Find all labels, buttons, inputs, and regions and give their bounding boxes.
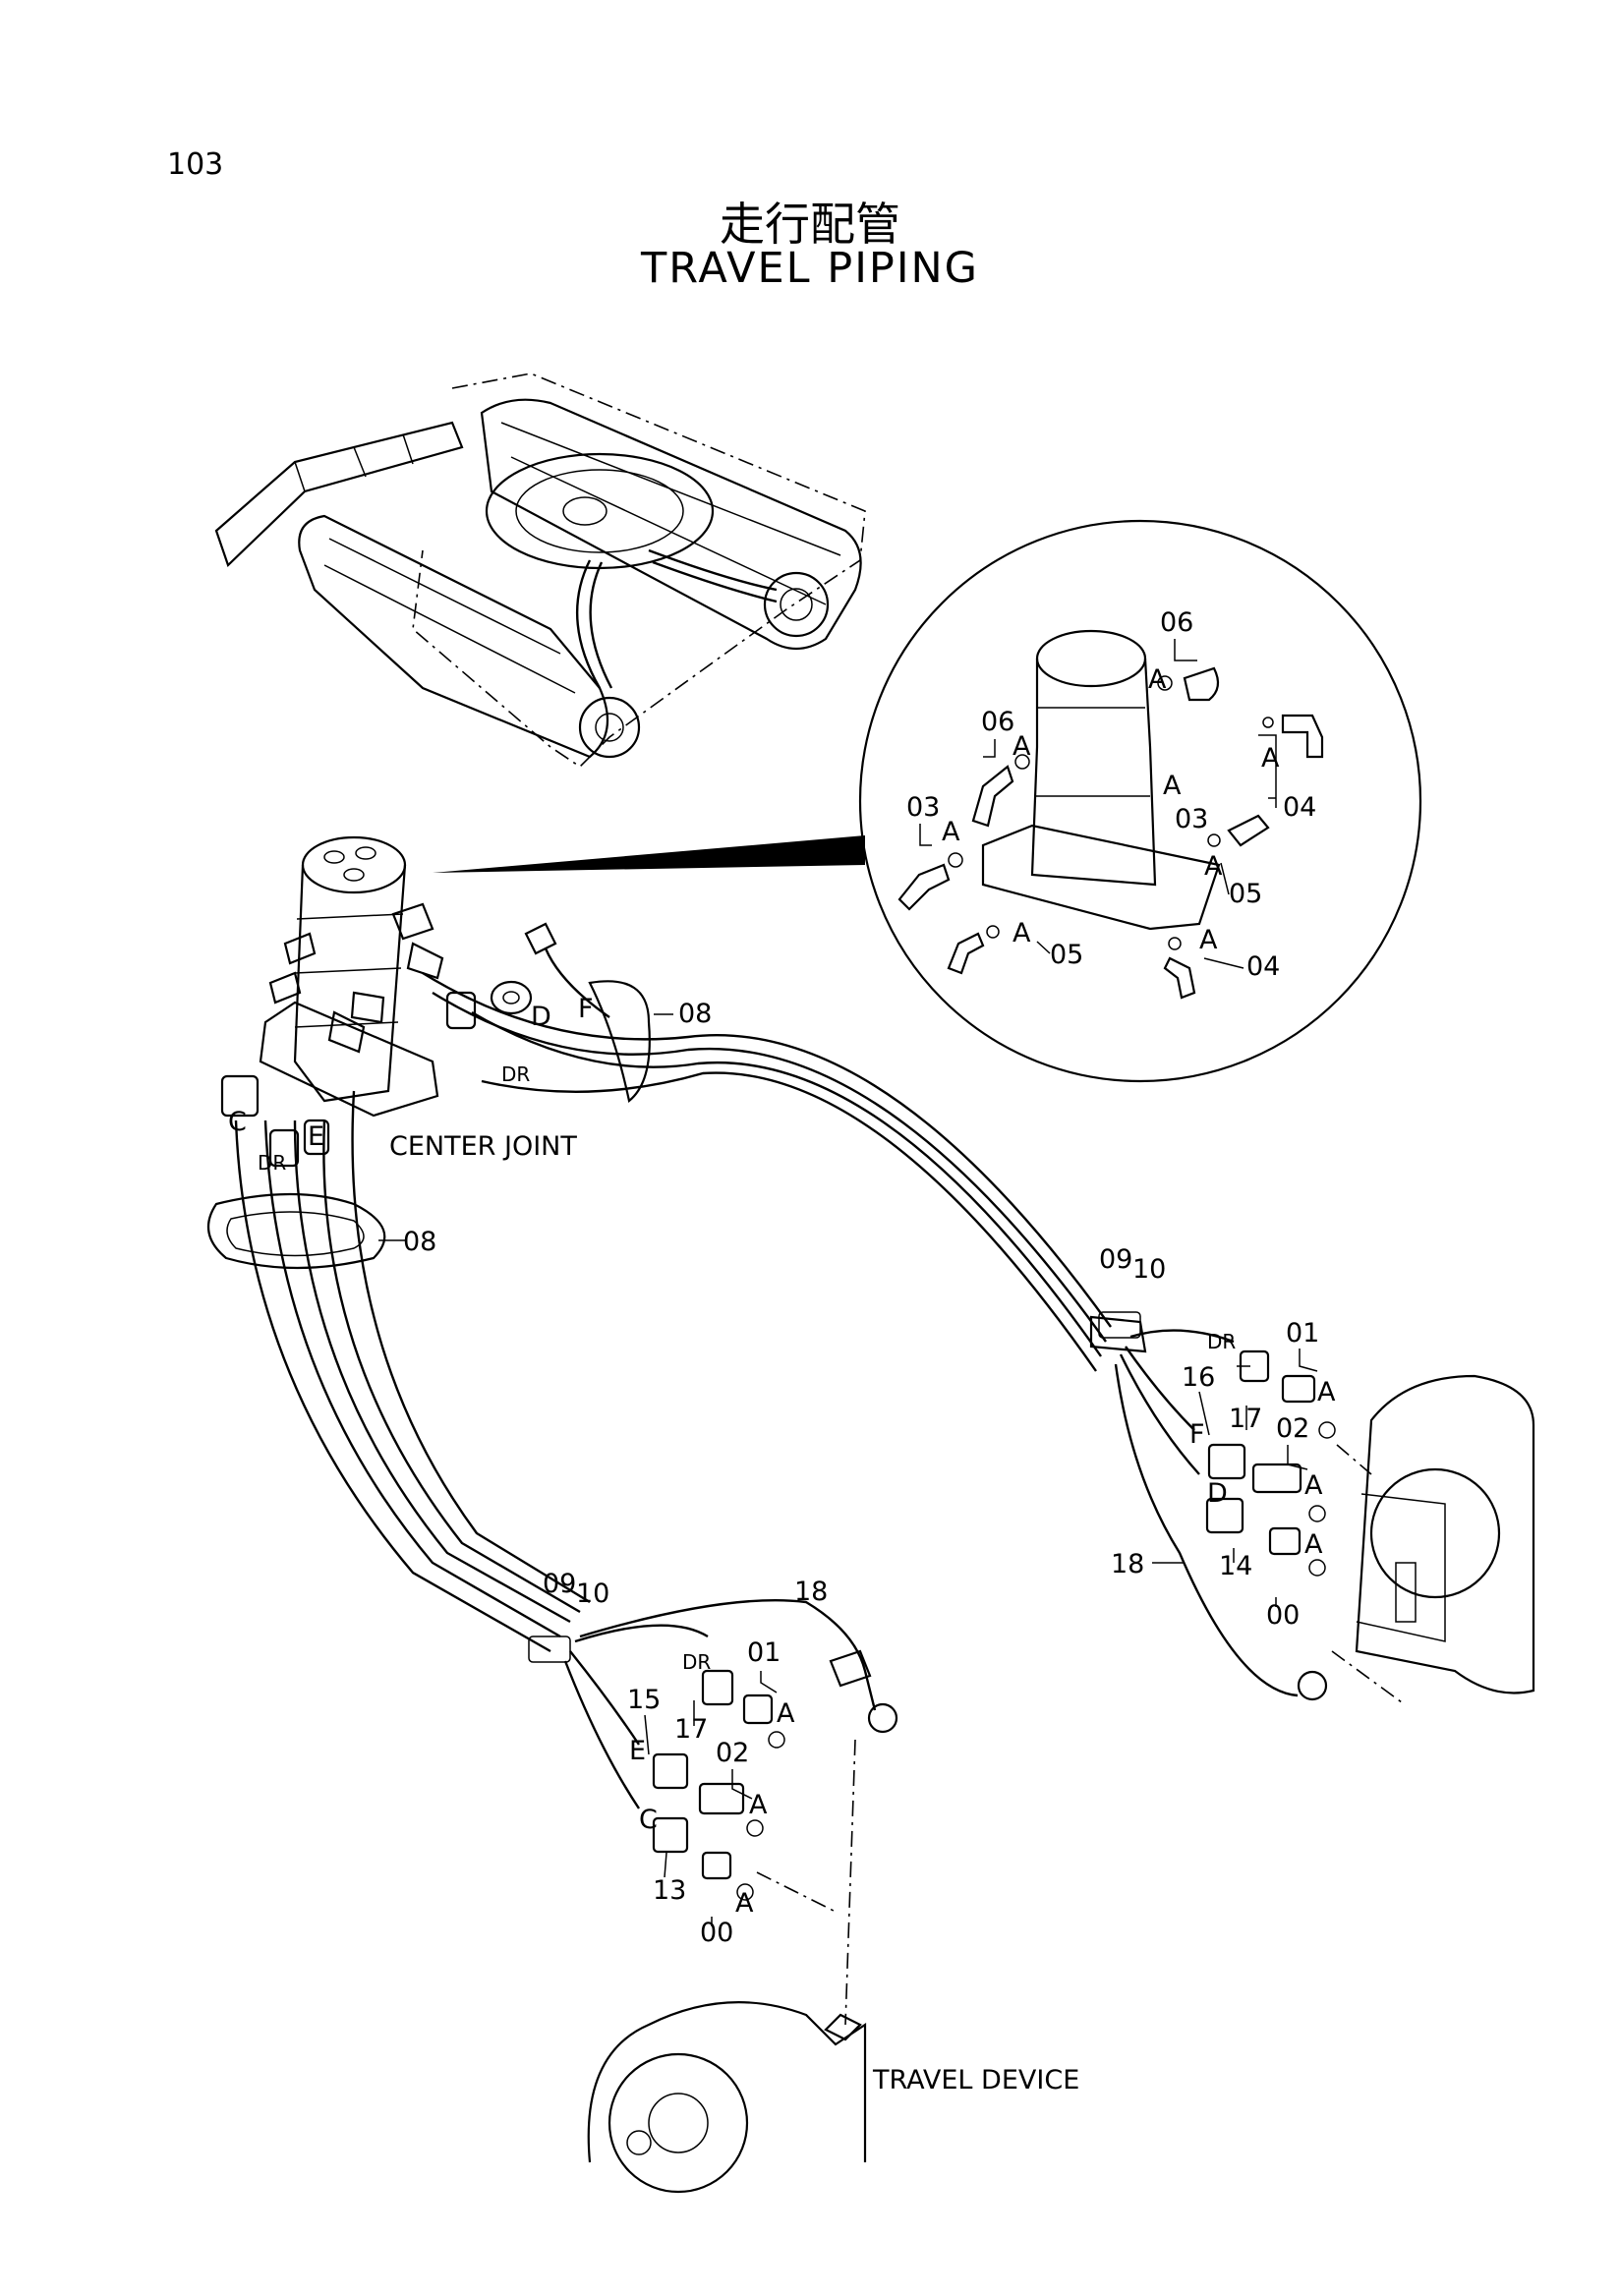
callout-04-bottom: 04 [1246,951,1280,982]
hose-c-label: C [228,1107,247,1137]
callout-04-right: 04 [1283,792,1316,823]
r-callout-14: 14 [1219,1551,1252,1581]
callout-03-left: 03 [906,792,940,823]
r-callout-09: 09 [1099,1244,1132,1275]
b-callout-a-3: A [735,1888,754,1919]
r-callout-01: 01 [1286,1318,1319,1349]
b-callout-13: 13 [653,1875,686,1906]
r-callout-a-1: A [1317,1377,1336,1407]
page-number: 103 [167,147,224,182]
callout-a-2: A [1012,731,1031,762]
callout-03-right: 03 [1175,804,1208,834]
b-callout-e: E [629,1736,646,1766]
hose-dr-left-label: DR [258,1151,286,1175]
b-callout-15: 15 [627,1685,661,1715]
inset-fitting-05-bottom [947,925,1000,975]
band-08-left [206,1192,405,1270]
inset-fitting-04-bottom [1163,937,1196,1000]
b-callout-09: 09 [543,1569,576,1599]
r-callout-16: 16 [1182,1362,1215,1393]
callout-08-top: 08 [678,999,712,1029]
bottom-branch-fittings [528,1598,898,2194]
inset-fitting-03-right [1207,814,1270,847]
r-callout-10: 10 [1132,1254,1166,1285]
b-callout-17: 17 [674,1714,708,1745]
hose-e-label: E [308,1121,324,1152]
callout-05-bottom: 05 [1050,940,1083,970]
r-callout-18: 18 [1111,1549,1144,1579]
title-english: TRAVEL PIPING [641,244,979,293]
bottom-branch-labels: 09 10 18 DR 01 15 17 A E 02 A C 13 A 00 [543,1569,828,1948]
b-callout-a-2: A [749,1790,768,1820]
center-joint [259,835,444,1118]
callout-a-8: A [1199,925,1218,955]
callout-05-right: 05 [1229,879,1262,909]
inset-fitting-04-right [1262,714,1324,759]
b-callout-00: 00 [700,1918,733,1948]
r-callout-17: 17 [1229,1404,1262,1434]
callout-a-7: A [1012,918,1031,948]
callout-a-6: A [1204,851,1223,882]
b-callout-10: 10 [576,1578,609,1609]
travel-device-label: TRAVEL DEVICE [872,2065,1079,2095]
hose-bundle-right [422,922,1112,1372]
undercarriage-overview [214,373,866,769]
band-08-top [588,980,673,1103]
r-callout-dr: DR [1207,1330,1236,1353]
b-callout-01: 01 [747,1637,781,1668]
right-branch-fittings [1089,1315,1535,1706]
inset-fitting-03-left [897,852,963,911]
callout-06-top: 06 [1160,607,1193,638]
hose-bundle-left [220,1074,591,1653]
callout-08-left: 08 [403,1227,436,1257]
inset-fitting-06-left [971,754,1030,828]
center-joint-label: CENTER JOINT [389,1131,577,1162]
r-callout-a-3: A [1304,1529,1323,1560]
center-joint-detail-inset: 06 06 03 03 04 05 05 04 A A A A A A A A [433,519,1422,1083]
title-japanese: 走行配管 [720,198,900,251]
callout-a-5: A [942,817,960,847]
hose-dr-top-label: DR [501,1062,530,1086]
r-callout-02: 02 [1276,1413,1309,1444]
r-callout-a-2: A [1304,1470,1323,1501]
r-callout-d: D [1207,1478,1228,1509]
b-callout-dr: DR [682,1650,711,1674]
b-callout-18: 18 [794,1577,828,1607]
b-callout-c: C [639,1805,658,1835]
callout-a-4: A [1163,771,1182,801]
callout-a-1: A [1148,664,1167,695]
hose-f-top-label: F [578,994,594,1024]
right-branch-labels: 09 10 DR 01 16 17 A 02 F A D A 18 14 00 [1098,1244,1336,1631]
callout-a-3: A [1261,743,1280,774]
hose-d-top-label: D [531,1002,551,1032]
b-callout-02: 02 [716,1738,749,1768]
b-callout-a-1: A [777,1698,795,1729]
inset-fitting-06-top [1157,666,1220,702]
r-callout-00: 00 [1266,1600,1300,1631]
callout-06-left: 06 [981,707,1014,737]
r-callout-f: F [1189,1419,1205,1450]
